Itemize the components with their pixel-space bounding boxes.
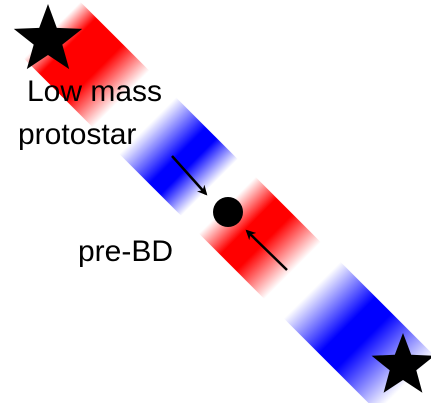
pre-bd-dot [213, 197, 243, 227]
upper-arrow [171, 155, 208, 196]
protostar-label-line2: protostar [18, 118, 136, 151]
bottom-star-icon [371, 333, 431, 393]
top-star-icon [13, 4, 83, 70]
protostar-label-line1: Low mass [27, 75, 162, 108]
pre-bd-label: pre-BD [78, 235, 173, 268]
lower-arrow [245, 229, 288, 271]
